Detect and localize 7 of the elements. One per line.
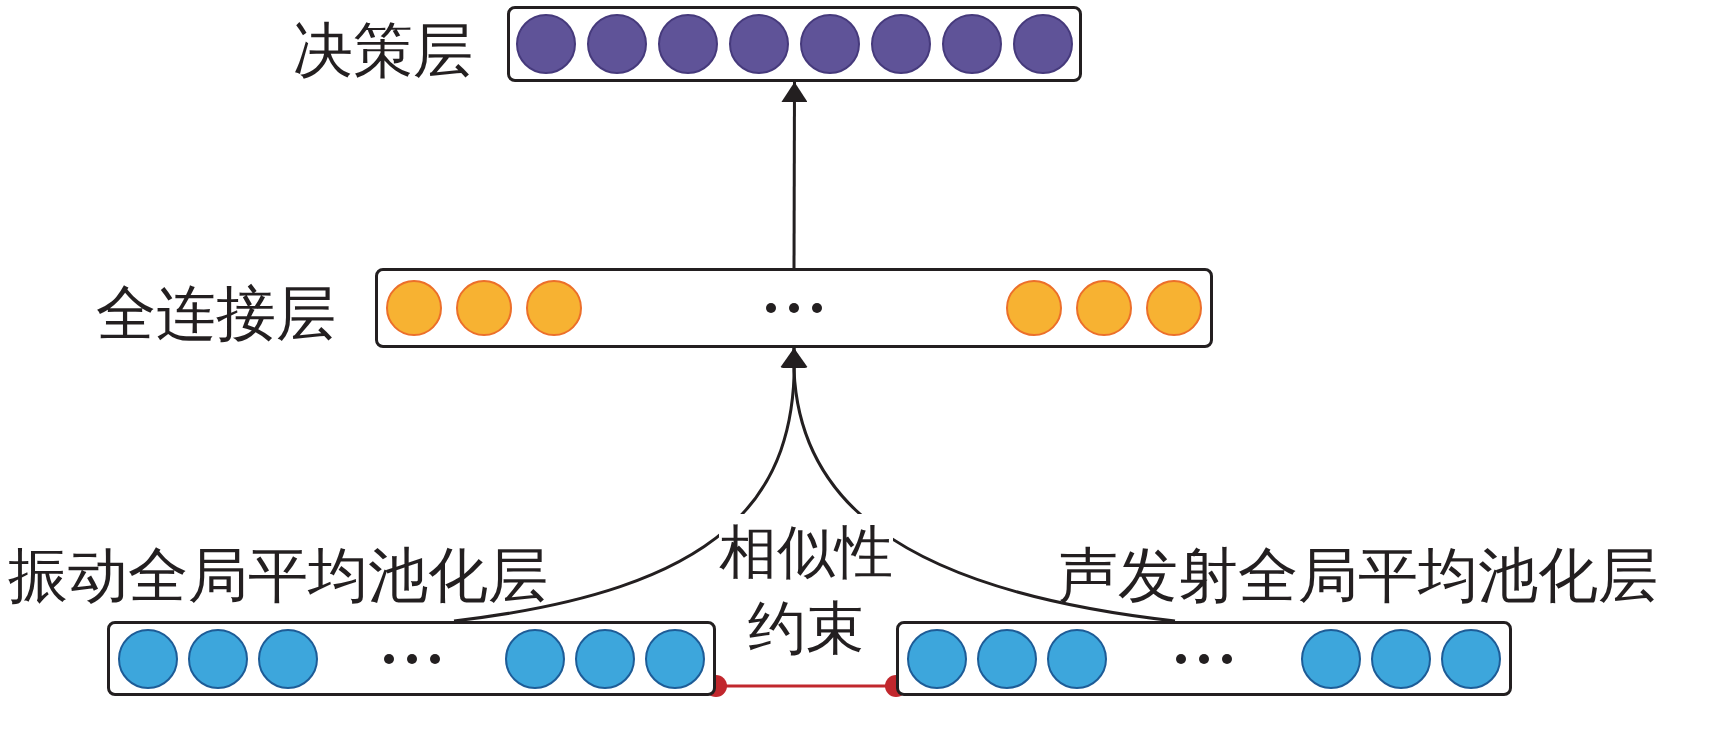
arrow [781,347,1176,623]
layer-label: 全连接层 [96,282,336,344]
arrow [781,82,808,268]
layer-label: 振动全局平均池化层 [8,544,548,606]
layer-label: 声发射全局平均池化层 [1058,544,1658,606]
arrow [453,348,807,623]
layer-label: 决策层 [293,19,473,81]
